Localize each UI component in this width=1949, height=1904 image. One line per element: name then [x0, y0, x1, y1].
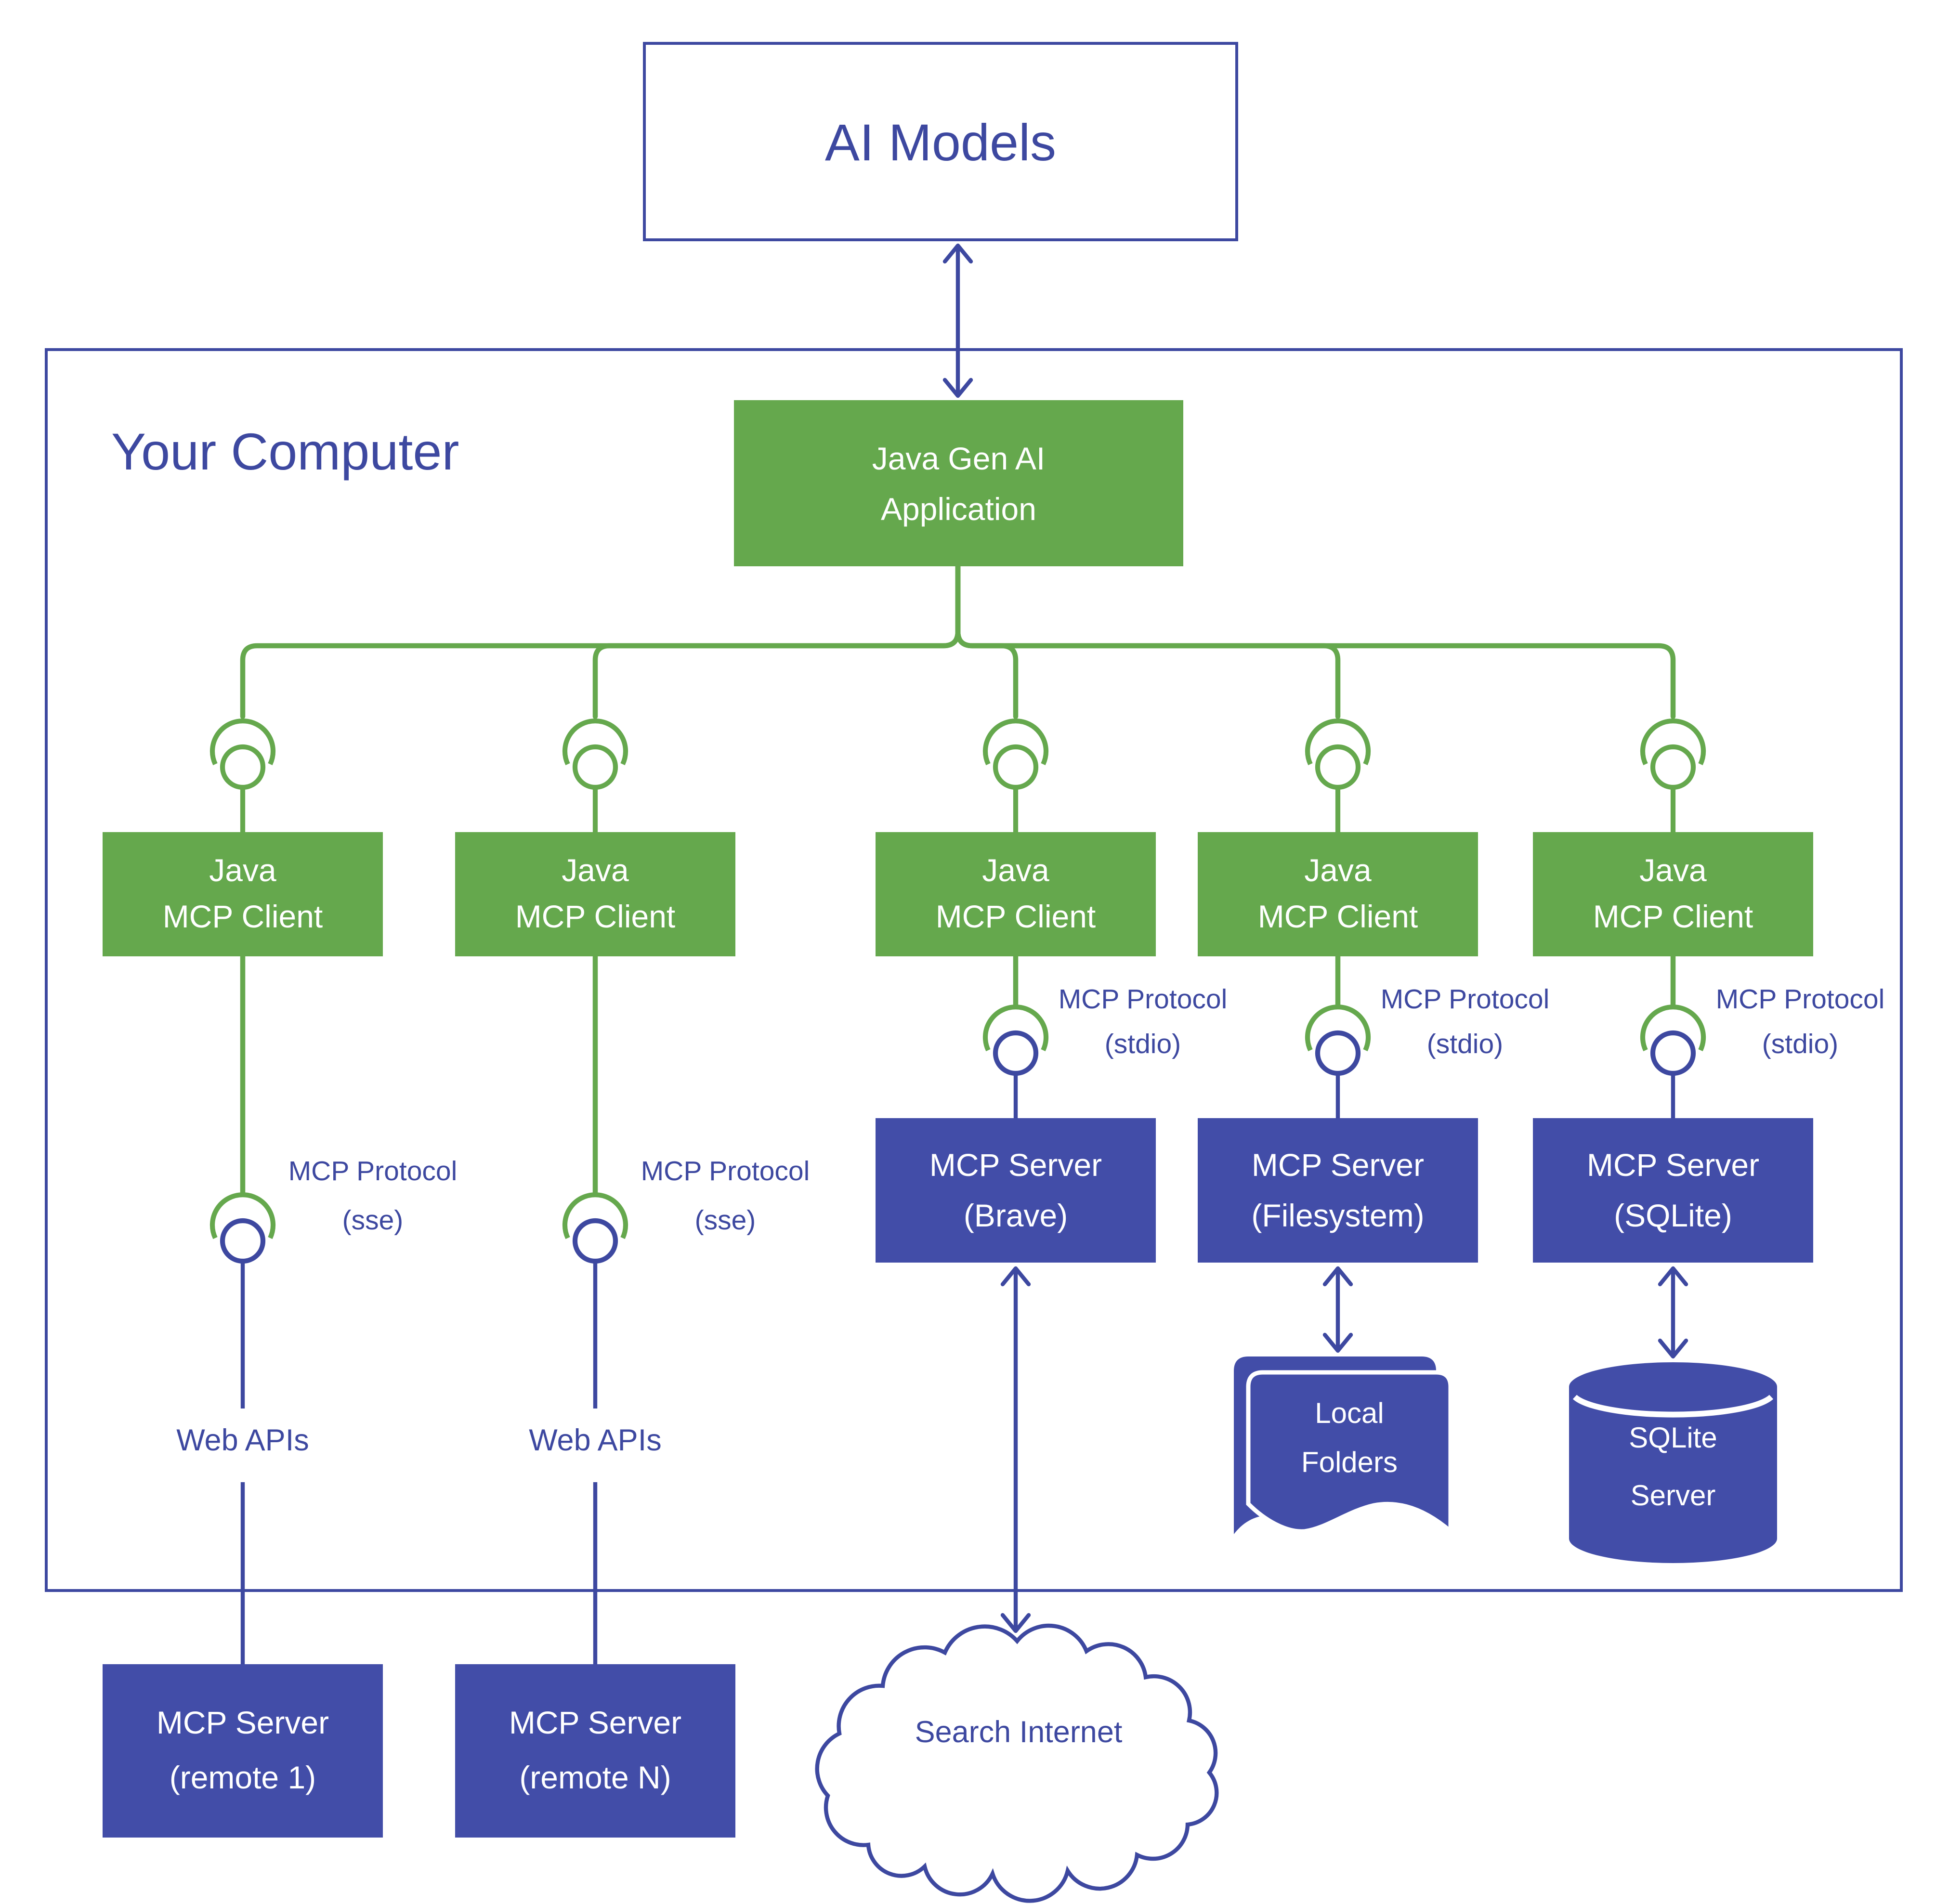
stdio2-line1: MCP Protocol — [1380, 985, 1550, 1016]
java-mcp-client-node-5: Java MCP Client — [1533, 832, 1813, 956]
sse2-line2: (sse) — [694, 1206, 756, 1237]
search-internet-label: Search Internet — [816, 1708, 1221, 1758]
app-label-line1: Java Gen AI — [872, 440, 1046, 476]
java-mcp-client-node-4: Java MCP Client — [1198, 832, 1478, 956]
client4-line1: Java — [1304, 852, 1372, 888]
brave-cloud-double-arrow-icon — [1000, 1266, 1031, 1633]
client4-line2: MCP Client — [1257, 899, 1418, 935]
client1-line1: Java — [209, 852, 276, 888]
client2-line1: Java — [562, 852, 629, 888]
remoteN-line1: MCP Server — [509, 1705, 682, 1741]
mcp-server-remote1-node: MCP Server (remote 1) — [103, 1664, 383, 1838]
server-fs-line2: (Filesystem) — [1251, 1198, 1425, 1234]
ai-models-box — [643, 42, 1238, 241]
client5-line1: Java — [1639, 852, 1707, 888]
your-computer-label: Your Computer — [111, 422, 459, 481]
ai-app-double-arrow-icon — [942, 243, 973, 398]
server-sqlite-line2: (SQLite) — [1614, 1198, 1732, 1234]
internet-cloud-icon — [815, 1623, 1219, 1903]
sse-socket-icon — [209, 956, 276, 1664]
server-brave-line2: (Brave) — [963, 1198, 1068, 1234]
mcp-protocol-sse-label-1: MCP Protocol (sse) — [279, 1148, 467, 1247]
sqlite-server-label: SQLite Server — [1569, 1410, 1777, 1526]
remote1-line2: (remote 1) — [169, 1760, 316, 1796]
sqlite-db-double-arrow-icon — [1658, 1266, 1688, 1359]
database-cylinder-icon — [1569, 1362, 1777, 1563]
app-client-connector-tree — [240, 563, 1676, 719]
stdio1-line2: (stdio) — [1104, 1030, 1181, 1060]
remoteN-line2: (remote N) — [519, 1760, 671, 1796]
upper-socket-icons — [209, 718, 1706, 832]
server-sqlite-line1: MCP Server — [1586, 1147, 1760, 1183]
client2-line2: MCP Client — [515, 899, 676, 935]
cloud-line1: Search — [915, 1716, 1011, 1749]
sqlite-line2: Server — [1630, 1481, 1716, 1513]
cloud-line2: Internet — [1019, 1716, 1123, 1749]
web-apis-label-1: Web APIs — [176, 1424, 309, 1458]
mcp-server-remoteN-node: MCP Server (remote N) — [455, 1664, 735, 1838]
mcp-server-sqlite-node: MCP Server (SQLite) — [1533, 1118, 1813, 1263]
mcp-protocol-stdio-label-2: MCP Protocol (stdio) — [1368, 978, 1562, 1068]
remote1-line1: MCP Server — [156, 1705, 329, 1741]
mcp-protocol-stdio-label-1: MCP Protocol (stdio) — [1046, 978, 1240, 1068]
app-label-line2: Application — [881, 490, 1036, 527]
socket-icon — [209, 718, 276, 832]
socket-icon — [1305, 718, 1371, 832]
sse1-line2: (sse) — [342, 1206, 404, 1237]
client3-line2: MCP Client — [935, 899, 1096, 935]
stdio3-line2: (stdio) — [1762, 1030, 1839, 1060]
local-folders-label: Local Folders — [1248, 1390, 1451, 1488]
mcp-protocol-stdio-label-3: MCP Protocol (stdio) — [1703, 978, 1897, 1068]
mcp-protocol-sse-label-2: MCP Protocol (sse) — [631, 1148, 819, 1247]
stdio1-line1: MCP Protocol — [1058, 985, 1228, 1016]
sse-socket-icon — [562, 956, 628, 1664]
folders-line1: Local — [1315, 1398, 1384, 1430]
socket-icon — [982, 718, 1049, 832]
sqlite-line1: SQLite — [1629, 1423, 1717, 1455]
mcp-server-filesystem-node: MCP Server (Filesystem) — [1198, 1118, 1478, 1263]
server-brave-line1: MCP Server — [929, 1147, 1102, 1183]
mcp-server-brave-node: MCP Server (Brave) — [876, 1118, 1156, 1263]
client3-line1: Java — [982, 852, 1049, 888]
client5-line2: MCP Client — [1593, 899, 1753, 935]
folders-line2: Folders — [1301, 1448, 1398, 1479]
client1-line2: MCP Client — [162, 899, 323, 935]
stdio-socket-icon — [1640, 956, 1706, 1118]
java-mcp-client-node-2: Java MCP Client — [455, 832, 735, 956]
stdio2-line2: (stdio) — [1426, 1030, 1504, 1060]
socket-icon — [1640, 718, 1706, 832]
filesystem-folder-double-arrow-icon — [1322, 1266, 1353, 1353]
java-mcp-client-node-3: Java MCP Client — [876, 832, 1156, 956]
stdio-connectors — [982, 956, 1706, 1118]
java-mcp-client-node-1: Java MCP Client — [103, 832, 383, 956]
stdio-socket-icon — [982, 956, 1049, 1118]
web-apis-label-2: Web APIs — [529, 1424, 662, 1458]
java-gen-ai-application-node: Java Gen AI Application — [734, 400, 1183, 566]
sse2-line1: MCP Protocol — [641, 1157, 810, 1187]
local-folders-icon — [1234, 1356, 1453, 1536]
socket-icon — [562, 718, 628, 832]
stdio-socket-icon — [1305, 956, 1371, 1118]
stdio3-line1: MCP Protocol — [1715, 985, 1885, 1016]
sse-connectors — [209, 956, 628, 1664]
ai-models-label: AI Models — [824, 113, 1057, 172]
sse1-line1: MCP Protocol — [288, 1157, 458, 1187]
server-fs-line1: MCP Server — [1251, 1147, 1425, 1183]
